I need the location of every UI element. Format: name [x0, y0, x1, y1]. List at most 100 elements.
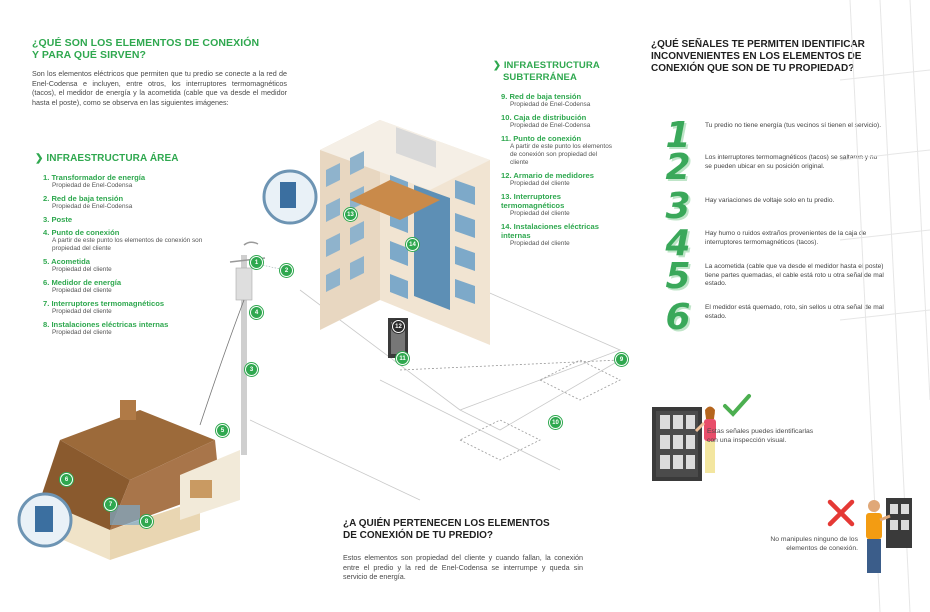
- cross-icon: [827, 499, 855, 527]
- visual-inspection-note: Estas señales puedes identificarlas con …: [707, 428, 814, 444]
- underground-item-label: 14. Instalaciones eléctricas internas: [501, 222, 599, 240]
- left-title-line2: Y PARA QUÉ SIRVEN?: [32, 49, 147, 61]
- underground-item-sub: Propiedad de Enel-Codensa: [510, 122, 591, 129]
- aerial-item-sub: Propiedad de Enel-Codensa: [52, 182, 133, 189]
- underground-item-label: 9. Red de baja tensión: [501, 92, 582, 101]
- left-body: Son los elementos eléctricos que permite…: [32, 69, 287, 107]
- signal-text-2: Los interruptores termomagnéticos (tacos…: [705, 154, 878, 170]
- badge-3: 3: [245, 363, 258, 376]
- badge-11: 11: [396, 352, 409, 365]
- badge-10: 10: [549, 416, 562, 429]
- aerial-item-sub: Propiedad de Enel-Codensa: [52, 203, 133, 210]
- aerial-title-text: INFRAESTRUCTURA ÁREA: [46, 153, 179, 164]
- badge-13: 13: [344, 208, 357, 221]
- underground-title: ❯ INFRAESTRUCTURA SUBTERRÁNEA: [493, 60, 613, 84]
- left-title-line1: ¿QUÉ SON LOS ELEMENTOS DE CONEXIÓN: [32, 37, 260, 49]
- signal-item-1: 1 Tu predio no tiene energía (tus vecino…: [660, 116, 885, 156]
- number-3: 3: [665, 186, 691, 227]
- signal-text-5: La acometida (cable que va desde el medi…: [705, 263, 884, 288]
- man-manipulating-meter-illustration: [866, 498, 912, 573]
- zoom-panel-circle: [262, 169, 318, 225]
- signals-title-line2: INCONVENIENTES EN LOS ELEMENTOS DE: [651, 51, 862, 62]
- utility-pole: [199, 241, 266, 455]
- aerial-list-item: 3. Poste: [43, 215, 205, 224]
- signals-title-line3: CONEXIÓN QUE SON DE TU PROPIEDAD?: [651, 63, 855, 74]
- ownership-title-line2: DE CONEXIÓN DE TU PREDIO?: [343, 530, 494, 541]
- signal-text-4: Hay humo o ruidos extraños provenientes …: [705, 230, 867, 246]
- underground-item-label: 13. Interruptores termomagnéticos: [501, 192, 565, 210]
- ownership-title-line1: ¿A QUIÉN PERTENECEN LOS ELEMENTOS: [343, 518, 550, 529]
- underground-item-sub: Propiedad del cliente: [510, 240, 570, 247]
- signal-item-6: 6 El medidor está quemado, roto, sin sel…: [660, 298, 885, 338]
- underground-item-label: 10. Caja de distribución: [501, 113, 587, 122]
- aerial-item-label: 2. Red de baja tensión: [43, 194, 124, 203]
- signals-section: ¿QUÉ SEÑALES TE PERMITEN IDENTIFICAR INC…: [651, 39, 891, 75]
- underground-title-line1: INFRAESTRUCTURA: [503, 60, 600, 71]
- aerial-item-label: 1. Transformador de energía: [43, 173, 146, 182]
- aerial-item-sub: Propiedad del cliente: [52, 329, 112, 336]
- chevron-right-icon: ❯: [35, 153, 44, 164]
- aerial-item-sub: A partir de este punto los elementos de …: [52, 237, 203, 252]
- ownership-section: ¿A QUIÉN PERTENECEN LOS ELEMENTOS DE CON…: [343, 518, 591, 582]
- zoom-meter-circle: [17, 492, 73, 548]
- aerial-item-label: 7. Interruptores termomagnéticos: [43, 299, 165, 308]
- underground-item-sub: Propiedad del cliente: [510, 180, 570, 187]
- underground-item-sub: Propiedad del cliente: [510, 210, 570, 217]
- underground-item-label: 12. Armario de medidores: [501, 171, 594, 180]
- badge-2: 2: [280, 264, 293, 277]
- aerial-item-sub: Propiedad del cliente: [52, 287, 112, 294]
- signal-text-1: Tu predio no tiene energía (tus vecinos …: [705, 122, 882, 129]
- signals-title-line1: ¿QUÉ SEÑALES TE PERMITEN IDENTIFICAR: [651, 39, 865, 50]
- signal-item-4: 4 Hay humo o ruidos extraños proveniente…: [660, 224, 885, 264]
- aerial-item-label: 5. Acometida: [43, 257, 90, 266]
- badge-9: 9: [615, 353, 628, 366]
- badge-7: 7: [104, 498, 117, 511]
- badge-8: 8: [140, 515, 153, 528]
- aerial-item-label: 8. Instalaciones eléctricas internas: [43, 320, 169, 329]
- check-icon: [723, 394, 751, 417]
- aerial-item-label: 3. Poste: [43, 215, 73, 224]
- underground-item-label: 11. Punto de conexión: [501, 134, 582, 143]
- badge-12: 12: [392, 320, 405, 333]
- underground-title-line2: SUBTERRÁNEA: [503, 72, 577, 83]
- underground-list: ❯ INFRAESTRUCTURA SUBTERRÁNEA 9. Red de …: [493, 60, 613, 252]
- signal-item-3: 3 Hay variaciones de voltaje solo en tu …: [660, 187, 885, 227]
- apartment-building: [320, 120, 490, 358]
- underground-item-sub: Propiedad de Enel-Codensa: [510, 101, 591, 108]
- aerial-item-label: 6. Medidor de energía: [43, 278, 122, 287]
- badge-1: 1: [250, 256, 263, 269]
- aerial-item-label: 4. Punto de conexión: [43, 228, 120, 237]
- signal-item-5: 5 La acometida (cable que va desde el me…: [660, 257, 885, 297]
- aerial-item-sub: Propiedad del cliente: [52, 308, 112, 315]
- aerial-title: ❯ INFRAESTRUCTURA ÁREA: [35, 153, 205, 165]
- badge-4: 4: [250, 306, 263, 319]
- warning-note: No manipules ninguno de los elementos de…: [770, 536, 858, 552]
- number-6: 6: [665, 297, 691, 338]
- signal-text-3: Hay variaciones de voltaje solo en tu pr…: [705, 197, 835, 204]
- signal-item-2: 2 Los interruptores termomagnéticos (tac…: [660, 148, 885, 188]
- number-5: 5: [665, 256, 691, 297]
- badge-5: 5: [216, 424, 229, 437]
- number-4: 4: [665, 223, 691, 264]
- meter-cabinet-inspection-illustration: [652, 406, 716, 481]
- aerial-item-sub: Propiedad del cliente: [52, 266, 112, 273]
- badge-6: 6: [60, 473, 73, 486]
- left-section: ¿QUÉ SON LOS ELEMENTOS DE CONEXIÓN Y PAR…: [32, 37, 294, 107]
- ownership-body: Estos elementos son propiedad del client…: [343, 553, 583, 582]
- badge-14: 14: [406, 238, 419, 251]
